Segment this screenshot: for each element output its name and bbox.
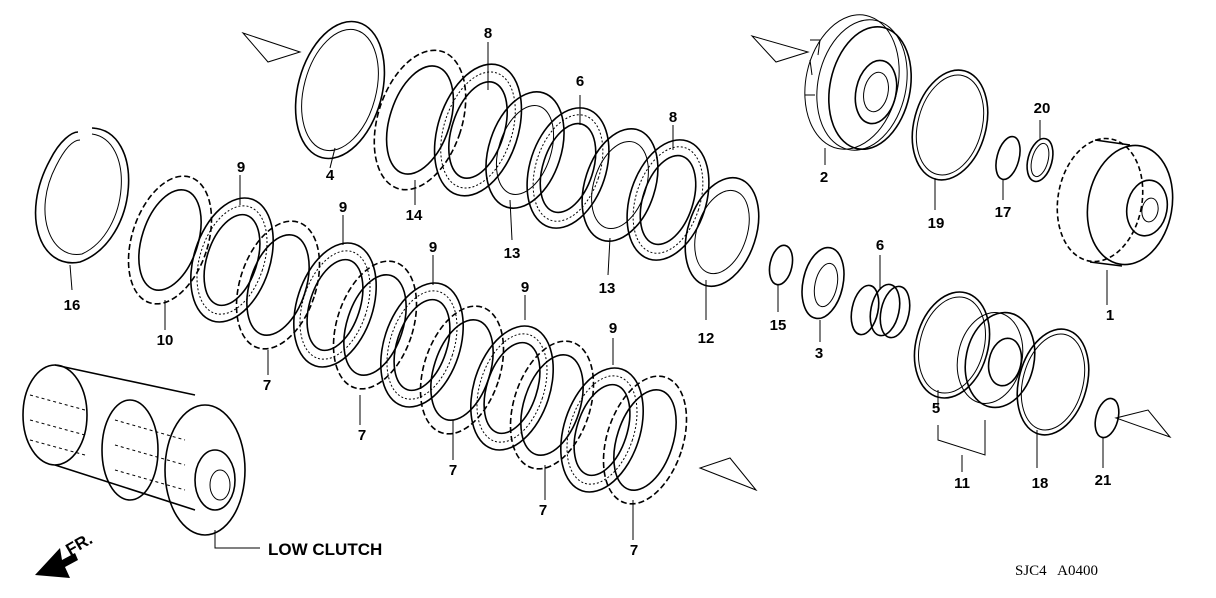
callout-2: 2	[820, 169, 828, 186]
direction-arrows	[241, 31, 1172, 492]
seal-rings-upper	[911, 69, 1054, 183]
leader-lines	[69, 42, 1108, 549]
callout-9-d: 9	[521, 279, 529, 296]
front-arrow: FR.	[35, 529, 96, 578]
callout-9-e: 9	[609, 320, 617, 337]
callout-labels: 1 2 3 4 5 6 6 7 7 7 7 7 8 8 9 9 9 9 9 10…	[64, 25, 1115, 559]
callout-20: 20	[1034, 100, 1051, 117]
low-clutch-assembly	[22, 364, 246, 536]
callout-13-b: 13	[599, 280, 616, 297]
callout-13-a: 13	[504, 245, 521, 262]
callout-14: 14	[406, 207, 423, 224]
callout-21: 21	[1095, 472, 1112, 489]
front-marker-text: FR.	[63, 529, 96, 559]
callout-10: 10	[157, 332, 174, 349]
callout-1: 1	[1106, 307, 1114, 324]
callout-19: 19	[928, 215, 945, 232]
callout-16: 16	[64, 297, 81, 314]
part-1-drum	[1056, 137, 1174, 267]
callout-5: 5	[932, 400, 940, 417]
part-4-ring	[294, 20, 386, 160]
callout-17: 17	[995, 204, 1012, 221]
callout-7-a: 7	[263, 377, 271, 394]
callout-9-c: 9	[429, 239, 437, 256]
callout-3: 3	[815, 345, 823, 362]
callout-6-upper: 6	[576, 73, 584, 90]
part-16-snap-ring	[34, 127, 130, 264]
upper-plate-stack	[373, 49, 760, 288]
lower-plate-stack	[127, 175, 688, 505]
callout-8-a: 8	[484, 25, 492, 42]
callout-15: 15	[770, 317, 787, 334]
callout-9-b: 9	[339, 199, 347, 216]
diagram-code: SJC4 A0400	[1015, 563, 1098, 579]
callout-7-c: 7	[449, 462, 457, 479]
callout-7-b: 7	[358, 427, 366, 444]
callout-11: 11	[954, 475, 970, 492]
callout-4: 4	[326, 167, 335, 184]
part-2-clutch-drum	[804, 14, 912, 151]
callout-7-e: 7	[630, 542, 638, 559]
callout-6-middle: 6	[876, 237, 884, 254]
callout-9-a: 9	[237, 159, 245, 176]
callout-18: 18	[1032, 475, 1049, 492]
callout-12: 12	[698, 330, 715, 347]
middle-small-parts	[768, 244, 911, 339]
piston-assembly	[913, 291, 1120, 456]
callout-8-b: 8	[669, 109, 677, 126]
callout-7-d: 7	[539, 502, 547, 519]
assembly-label: LOW CLUTCH	[268, 540, 382, 559]
